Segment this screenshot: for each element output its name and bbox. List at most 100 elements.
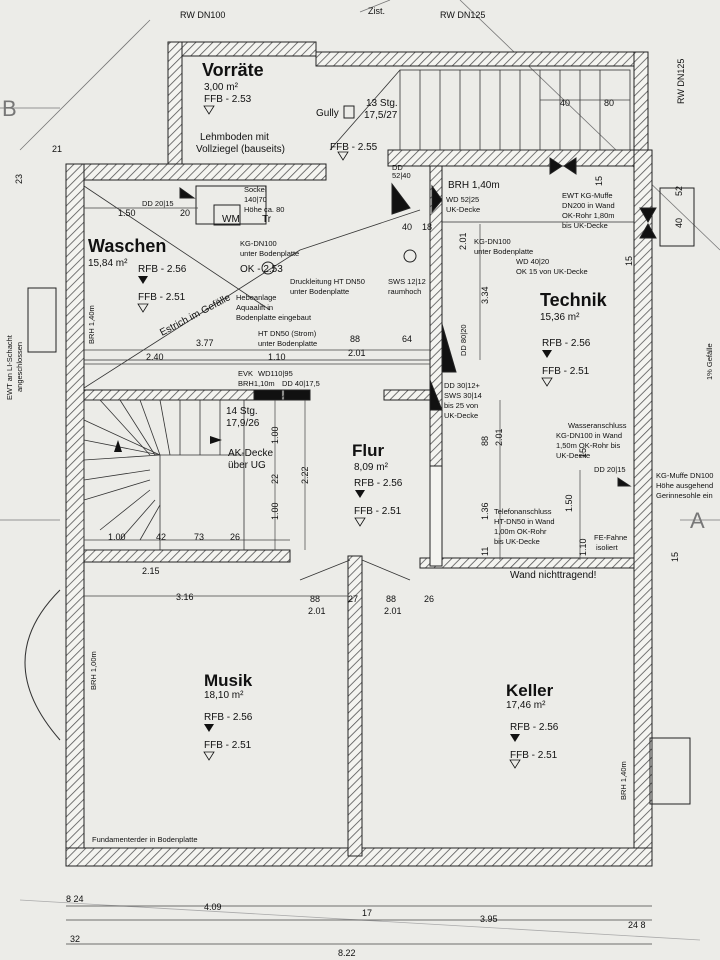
wd-5225-label: WD 52|25 bbox=[446, 195, 479, 204]
evk-wall bbox=[253, 389, 283, 401]
dim-17: 17 bbox=[362, 908, 372, 918]
dim-201e: 2.01 bbox=[494, 428, 504, 446]
dd-5240-label: DD bbox=[392, 163, 403, 172]
sockel-height: Höhe ca. 80 bbox=[244, 205, 284, 214]
room-keller-rfb: RFB - 2.56 bbox=[510, 722, 559, 733]
rw-dn100-label: RW DN100 bbox=[180, 10, 225, 20]
stair-14-label: 14 Stg. bbox=[226, 406, 258, 417]
door-mark-1 bbox=[391, 182, 411, 215]
ewt-label-2: DN200 in Wand bbox=[562, 201, 615, 210]
tel-label-4: bis UK-Decke bbox=[494, 537, 540, 546]
room-vorraete-note2: Vollziegel (bauseits) bbox=[196, 144, 285, 155]
tr-label: Tr bbox=[262, 214, 272, 225]
fe-label-1: FE-Fahne bbox=[594, 533, 627, 542]
dim-215: 2.15 bbox=[142, 566, 160, 576]
dim-40a: 40 bbox=[402, 222, 412, 232]
dim-100c: 1.00 bbox=[108, 532, 126, 542]
dim-201c: 2.01 bbox=[308, 606, 326, 616]
dim-316: 3.16 bbox=[176, 592, 194, 602]
dim-15c: 15 bbox=[578, 448, 588, 458]
stair-13-label: 13 Stg. bbox=[366, 98, 398, 109]
dd-5240-value: 52|40 bbox=[392, 171, 411, 180]
wm-label: WM bbox=[222, 214, 240, 225]
dim-23: 23 bbox=[14, 174, 24, 184]
dd-3012-c: bis 25 von bbox=[444, 401, 478, 410]
room-technik-area: 15,36 m² bbox=[540, 312, 580, 323]
wall-right bbox=[633, 149, 653, 865]
dim-24b: 24 8 bbox=[628, 920, 646, 930]
dim-20: 20 bbox=[180, 208, 190, 218]
druckleitung-label: Druckleitung HT DN50 bbox=[290, 277, 365, 286]
ewt-label-4: bis UK-Decke bbox=[562, 221, 608, 230]
section-b-label: B bbox=[2, 96, 17, 121]
gully-label: Gully bbox=[316, 108, 339, 119]
dd-3012-a: DD 30|12+ bbox=[444, 381, 481, 390]
dim-240: 2.40 bbox=[146, 352, 164, 362]
ewt-butterfly-2 bbox=[563, 157, 577, 175]
dim-27: 27 bbox=[348, 594, 358, 604]
dim-42: 42 bbox=[156, 532, 166, 542]
room-waschen-rfb: RFB - 2.56 bbox=[138, 264, 187, 275]
dim-40c: 40 bbox=[674, 218, 684, 228]
dim-88a: 88 bbox=[350, 334, 360, 344]
wall-musik-keller bbox=[347, 555, 363, 857]
dim-88d: 88 bbox=[480, 436, 490, 446]
evk-wall-2 bbox=[283, 389, 311, 401]
window-right bbox=[649, 737, 691, 805]
room-musik-ffb: FFB - 2.51 bbox=[204, 740, 252, 751]
kg-dn100-a: KG-DN100 bbox=[240, 239, 277, 248]
room-vorraete-ffb: FFB - 2.53 bbox=[204, 94, 252, 105]
dim-40b: 40 bbox=[560, 98, 570, 108]
ok-circle bbox=[261, 261, 275, 275]
wall-top-vorraete bbox=[167, 41, 317, 57]
right-butterfly-2 bbox=[639, 222, 657, 239]
exterior-walls bbox=[65, 41, 653, 867]
stair-14-ratio: 17,9/26 bbox=[226, 418, 260, 429]
room-keller-name: Keller bbox=[506, 681, 554, 700]
dd-3012-d: UK-Decke bbox=[444, 411, 478, 420]
dim-32: 32 bbox=[70, 934, 80, 944]
dim-334: 3.34 bbox=[480, 286, 490, 304]
arc-left bbox=[24, 589, 61, 741]
fixtures bbox=[24, 105, 695, 805]
dim-22: 22 bbox=[270, 474, 280, 484]
uk-decke-label: UK-Decke bbox=[446, 205, 480, 214]
dd-2015b-label: DD 20|15 bbox=[594, 465, 626, 474]
dim-222: 2.22 bbox=[300, 466, 310, 484]
wm-box bbox=[213, 204, 241, 226]
hebe-label-2: Aquaalift in bbox=[236, 303, 273, 312]
room-technik-name: Technik bbox=[540, 290, 608, 310]
dim-26b: 26 bbox=[424, 594, 434, 604]
valve-circle bbox=[403, 249, 417, 263]
dim-18: 18 bbox=[422, 222, 432, 232]
ffb-255-label: FFB - 2.55 bbox=[330, 142, 378, 153]
room-keller-area: 17,46 m² bbox=[506, 700, 546, 711]
dim-100a: 1.00 bbox=[270, 426, 280, 444]
zist-label: Zist. bbox=[368, 6, 385, 16]
raumhoch-label: raumhoch bbox=[388, 287, 421, 296]
dim-88c: 88 bbox=[386, 594, 396, 604]
stair-13-ratio: 17,5/27 bbox=[364, 110, 398, 121]
door-mark-2 bbox=[431, 184, 443, 214]
rw-dn125-label: RW DN125 bbox=[440, 10, 485, 20]
dd-mark bbox=[179, 187, 196, 199]
room-technik-ffb: FFB - 2.51 bbox=[542, 366, 590, 377]
dim-15d: 15 bbox=[670, 552, 680, 562]
wasser-label-2: KG-DN100 in Wand bbox=[556, 431, 622, 440]
fundamenterder: Fundamenterder in Bodenplatte bbox=[92, 835, 198, 844]
room-musik-area: 18,10 m² bbox=[204, 690, 244, 701]
wall-flur-right bbox=[383, 389, 433, 401]
dim-15b: 15 bbox=[624, 256, 634, 266]
right-butterfly bbox=[639, 207, 657, 224]
hebe-label-1: Hebeanlage bbox=[236, 293, 276, 302]
room-vorraete-note1: Lehmboden mit bbox=[200, 132, 269, 143]
dd-mark-2 bbox=[617, 477, 632, 487]
stair-bottom bbox=[83, 399, 245, 551]
wd-11095-label: WD110|95 bbox=[258, 369, 293, 378]
dimension-lines bbox=[66, 99, 652, 945]
tel-label-3: 1,00m OK-Rohr bbox=[494, 527, 547, 536]
wasser-label-3: 1,50m OK-Rohr bis bbox=[556, 441, 620, 450]
dim-24a: 8 24 bbox=[66, 894, 84, 904]
dim-88b: 88 bbox=[310, 594, 320, 604]
room-vorraete-name: Vorräte bbox=[202, 60, 264, 80]
